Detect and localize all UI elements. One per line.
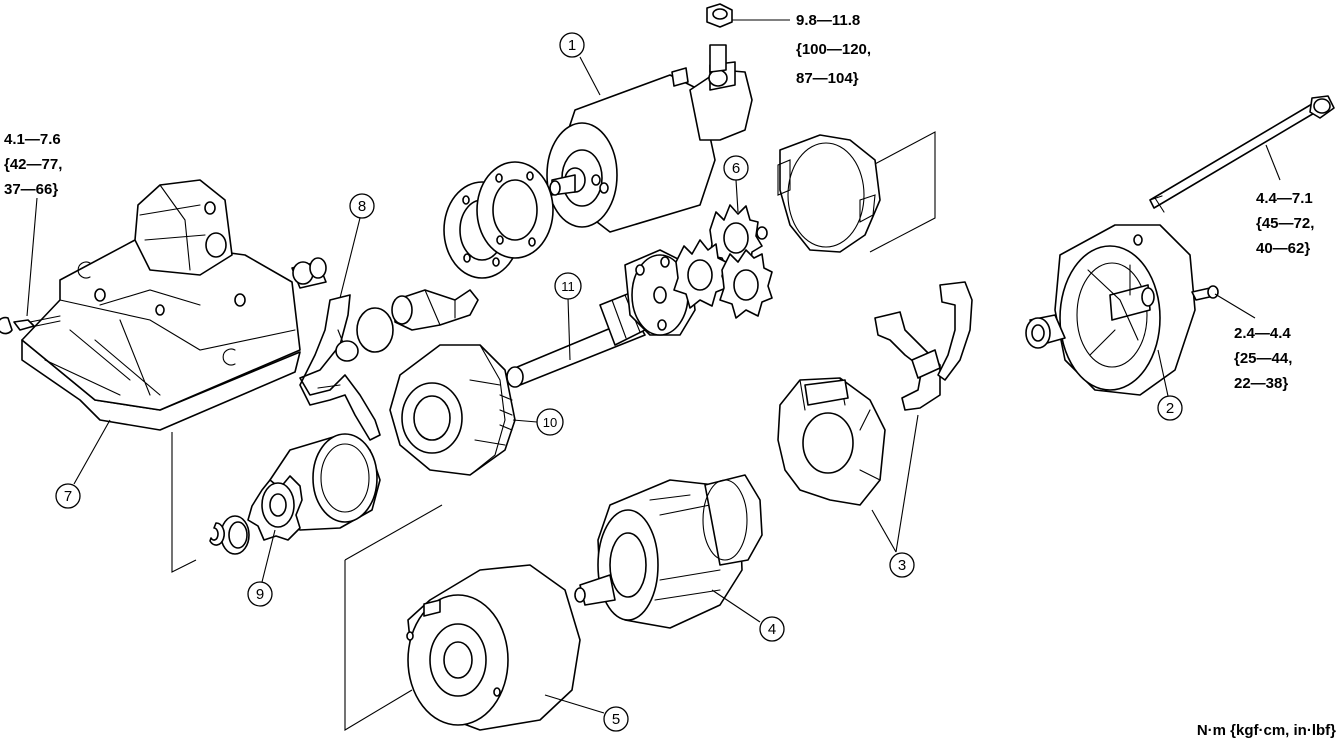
callout-5: 5 [603,706,629,732]
svg-text:{100—120,: {100—120, [796,41,871,58]
rear-bushing-part [1025,314,1066,349]
planetary-shaft-part [506,249,696,388]
svg-text:40—62}: 40—62} [1256,240,1310,257]
svg-text:1: 1 [568,37,576,54]
svg-text:87—104}: 87—104} [796,70,859,87]
callout-1: 1 [559,32,585,58]
units-label: N·m {kgf·cm, in·lbf} [1197,722,1336,739]
callout-6: 6 [723,155,749,181]
torque-solenoid-nut: 9.8—11.8 {100—120, 87—104} [796,12,871,87]
leader-lines [26,19,1281,714]
svg-text:2: 2 [1166,400,1174,417]
bracket-yoke-group [344,560,413,731]
svg-text:{25—44,: {25—44, [1234,350,1292,367]
svg-text:22—38}: 22—38} [1234,375,1288,392]
torque-front-bolt: 4.1—7.6 {42—77, 37—66} [4,131,62,198]
front-bolt-part [0,315,61,335]
callout-10: 10 [536,408,564,436]
callout-7: 7 [55,483,81,509]
svg-text:4.1—7.6: 4.1—7.6 [4,131,61,148]
plate-part [356,307,394,353]
bracket-gear-group [869,131,936,253]
brush-holder-part [777,377,886,506]
svg-text:{42—77,: {42—77, [4,156,62,173]
callout-9: 9 [247,581,273,607]
bracket-yoke-group-top [344,504,443,561]
gear-cover-ring-part [777,134,881,253]
svg-text:9: 9 [256,586,264,603]
gasket-inner-part [476,161,554,259]
svg-text:37—66}: 37—66} [4,181,58,198]
plunger-block-part [391,289,479,331]
svg-text:{45—72,: {45—72, [1256,215,1314,232]
svg-text:4: 4 [768,621,776,638]
solenoid-nut-part [706,3,733,28]
svg-text:3: 3 [898,557,906,574]
torque-through-bolt: 4.4—7.1 {45—72, 40—62} [1256,190,1314,257]
brush-lead-part [874,281,973,411]
torque-rear-screw: 2.4—4.4 {25—44, 22—38} [1234,325,1292,392]
svg-text:9.8—11.8: 9.8—11.8 [796,12,860,29]
svg-text:4.4—7.1: 4.4—7.1 [1256,190,1313,207]
bracket-drive-housing-group [171,432,197,573]
through-bolt-part [1149,95,1335,213]
svg-text:N·m {kgf·cm, in·lbf}: N·m {kgf·cm, in·lbf} [1197,722,1336,739]
bushing-part [291,257,327,289]
callout-8: 8 [349,193,375,219]
stop-ring-part [220,515,250,555]
armature-part [574,474,763,629]
drive-housing-part [21,179,301,431]
rear-screw-part [1191,285,1219,301]
snap-ring-part [209,522,225,546]
shift-lever-part [299,294,381,441]
svg-text:7: 7 [64,488,72,505]
internal-gear-housing-part [389,344,516,476]
svg-text:10: 10 [543,415,557,430]
magnetic-switch-part [546,44,753,233]
rear-bracket-part [1054,224,1196,396]
svg-text:6: 6 [732,160,740,177]
callout-3: 3 [889,552,915,578]
callout-11: 11 [554,272,582,300]
svg-text:2.4—4.4: 2.4—4.4 [1234,325,1291,342]
svg-text:5: 5 [612,711,620,728]
callout-2: 2 [1157,395,1183,421]
planetary-gears-part [673,204,773,319]
svg-text:8: 8 [358,198,366,215]
overrunning-clutch-part [247,433,381,541]
svg-text:11: 11 [561,279,575,294]
callout-4: 4 [759,616,785,642]
yoke-part [406,564,581,731]
